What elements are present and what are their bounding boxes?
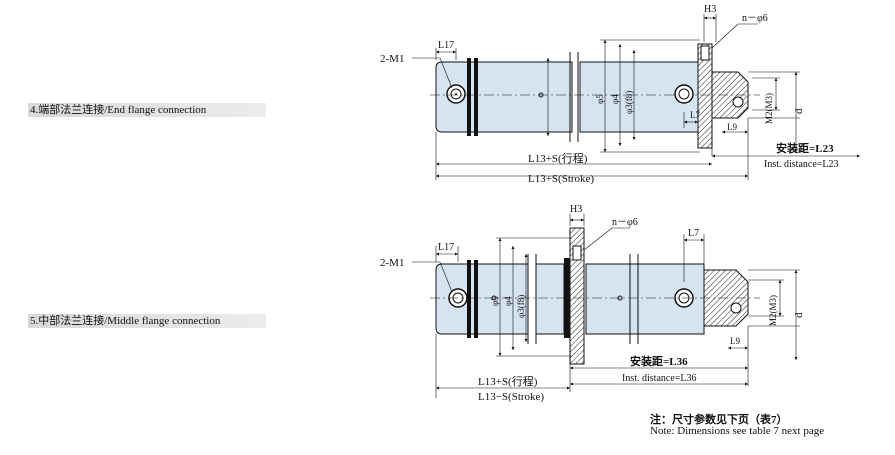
section-label-middle-flange-text: 5.中部法兰连接/Middle flange connection	[30, 315, 221, 327]
seal-ring-1	[467, 58, 471, 136]
label-phi5-bottom: φ5	[490, 296, 500, 306]
middle-flange-hole	[572, 245, 582, 261]
label-phi4-bottom: φ4	[503, 296, 513, 306]
label-l17-top: L17	[438, 40, 454, 51]
seal-ring-2-b	[474, 260, 478, 338]
label-install-en-bottom: Inst. distance=L36	[622, 373, 697, 384]
label-m2-top: M2(M3)	[764, 93, 774, 124]
label-length-cn-top: L13+S(行程)	[528, 152, 588, 165]
diagram-end-flange: 2-M1 L17 H3 n－φ6 φ5 φ4 φ3(f8) L7 L9 M2(M…	[380, 4, 860, 185]
label-phi4-top: φ4	[610, 94, 620, 104]
break-lines-b	[527, 254, 639, 344]
section-label-middle-flange: 5.中部法兰连接/Middle flange connection	[28, 314, 266, 328]
seal-ring-2	[474, 58, 478, 136]
label-d-top: d	[793, 108, 805, 114]
label-d-bottom: d	[793, 312, 805, 318]
cylinder-body-left-b	[435, 263, 529, 335]
label-l9-top: L9	[727, 122, 737, 132]
label-l9-bottom: L9	[730, 336, 740, 346]
label-length-en-bottom: L13−S(Stroke)	[478, 391, 544, 403]
seal-ring-1-b	[467, 260, 471, 338]
eye-right	[674, 84, 694, 104]
label-install-en-top: Inst. distance=L23	[764, 159, 839, 170]
cylinder-body-mid-b	[535, 263, 565, 335]
label-install-cn-top: 安装距=L23	[776, 141, 834, 155]
rod-end-port-b	[730, 302, 742, 314]
label-thread-bottom: 2-M1	[380, 257, 404, 269]
note-cn: 注：尺寸参数见下页（表7）	[650, 414, 788, 426]
label-l7-top: L7	[690, 110, 700, 120]
label-install-cn-bottom: 安装距=L36	[630, 354, 688, 368]
label-h3-top: H3	[704, 4, 716, 15]
eye-left	[446, 84, 466, 104]
label-thread-top: 2-M1	[380, 53, 404, 65]
section-label-end-flange-text: 4.端部法兰连接/End flange connection	[30, 104, 207, 116]
middle-flange-ring	[564, 258, 570, 338]
rod-end-b	[703, 269, 749, 327]
label-holes-top: n－φ6	[742, 13, 768, 24]
label-phi5-top: φ5	[595, 94, 605, 104]
label-l7-bottom: L7	[688, 228, 699, 239]
label-h3-bottom: H3	[570, 204, 582, 215]
section-label-end-flange: 4.端部法兰连接/End flange connection	[28, 103, 266, 117]
rod-end-port	[732, 96, 744, 108]
flange-hole-top	[700, 45, 710, 61]
diagram-middle-flange: 2-M1 L17 H3 n－φ6 L7 φ5 φ4 φ3(f8) M2(M3) …	[380, 204, 805, 403]
label-l17-bottom: L17	[438, 242, 454, 253]
label-phi3-bottom: φ3(f8)	[516, 295, 526, 318]
label-holes-bottom: n－φ6	[612, 217, 638, 228]
note-en: Note: Dimensions see table 7 next page	[650, 425, 825, 437]
label-m2-bottom: M2(M3)	[768, 295, 778, 326]
label-phi3-top: φ3(f8)	[624, 91, 634, 114]
break-lines	[569, 52, 579, 142]
label-length-en-top: L13+S(Stroke)	[528, 173, 594, 185]
label-length-cn-bottom: L13+S(行程)	[478, 375, 538, 388]
rod-end	[711, 71, 749, 119]
